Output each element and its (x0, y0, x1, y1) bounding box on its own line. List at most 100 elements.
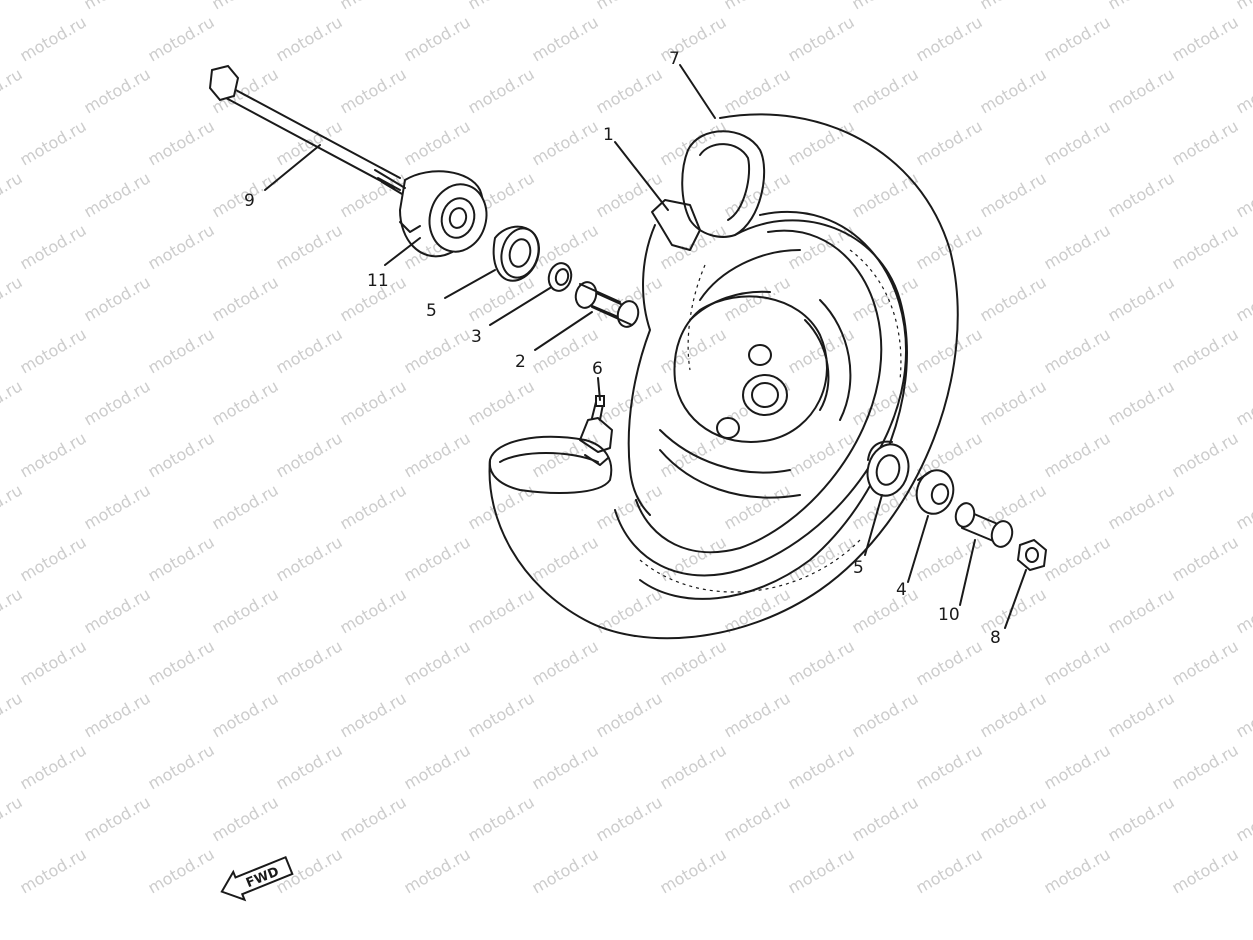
watermark-text: motod.ru (337, 480, 410, 533)
watermark-text: motod.ru (1169, 324, 1242, 377)
watermark-text: motod.ru (785, 12, 858, 65)
watermark-text: motod.ru (465, 792, 538, 845)
watermark-text: motod.ru (145, 636, 218, 689)
watermark-text: motod.ru (401, 116, 474, 169)
watermark-text: motod.ru (1233, 272, 1253, 325)
watermark-text: motod.ru (209, 272, 282, 325)
watermark-text: motod.ru (1233, 792, 1253, 845)
watermark-text: motod.ru (593, 0, 666, 13)
watermark-text: motod.ru (1233, 0, 1253, 13)
watermark-text: motod.ru (17, 116, 90, 169)
leader-11 (384, 237, 421, 266)
watermark-text: motod.ru (593, 64, 666, 117)
watermark-text: motod.ru (977, 480, 1050, 533)
watermark-text: motod.ru (17, 428, 90, 481)
watermark-text: motod.ru (209, 688, 282, 741)
callout-10: 10 (938, 605, 960, 625)
watermark-text: motod.ru (0, 688, 26, 741)
watermark-text: motod.ru (785, 844, 858, 897)
watermark-text: motod.ru (785, 636, 858, 689)
watermark-text: motod.ru (273, 636, 346, 689)
watermark-text: motod.ru (401, 324, 474, 377)
watermark-text: motod.ru (1169, 116, 1242, 169)
hub-bore (751, 382, 779, 408)
watermark-text: motod.ru (785, 116, 858, 169)
watermark-text: motod.ru (977, 0, 1050, 13)
watermark-text: motod.ru (209, 480, 282, 533)
watermark-text: motod.ru (721, 792, 794, 845)
watermark-text: motod.ru (1169, 740, 1242, 793)
watermark-text: motod.ru (1041, 220, 1114, 273)
watermark-text: motod.ru (401, 844, 474, 897)
watermark-text: motod.ru (17, 12, 90, 65)
watermark-text: motod.ru (17, 636, 90, 689)
watermark-text: motod.ru (273, 740, 346, 793)
watermark-text: motod.ru (913, 12, 986, 65)
watermark-text: motod.ru (0, 64, 26, 117)
watermark-text: motod.ru (657, 740, 730, 793)
watermark-text: motod.ru (785, 532, 858, 585)
watermark-text: motod.ru (593, 480, 666, 533)
watermark-text: motod.ru (657, 12, 730, 65)
watermark-text: motod.ru (593, 688, 666, 741)
watermark-text: motod.ru (337, 688, 410, 741)
rim-detail-1 (687, 264, 706, 371)
watermark-text: motod.ru (849, 376, 922, 429)
watermark-text: motod.ru (17, 740, 90, 793)
watermark-text: motod.ru (849, 64, 922, 117)
rim-inner (635, 229, 883, 554)
watermark-text: motod.ru (273, 532, 346, 585)
watermark-text: motod.ru (977, 64, 1050, 117)
watermark-text: motod.ru (721, 168, 794, 221)
watermark-text: motod.ru (849, 272, 922, 325)
watermark-text: motod.ru (529, 116, 602, 169)
watermark-text: motod.ru (17, 324, 90, 377)
watermark-text: motod.ru (1105, 168, 1178, 221)
callout-5-right: 5 (853, 558, 864, 578)
callout-2: 2 (515, 352, 526, 372)
watermark-text: motod.ru (913, 116, 986, 169)
watermark-text: motod.ru (529, 12, 602, 65)
watermark-text: motod.ru (593, 584, 666, 637)
leader-9 (264, 144, 321, 191)
watermark-text: motod.ru (1041, 532, 1114, 585)
watermark-text: motod.ru (977, 584, 1050, 637)
watermark-text: motod.ru (337, 376, 410, 429)
watermark-text: motod.ru (1041, 116, 1114, 169)
watermark-text: motod.ru (529, 532, 602, 585)
watermark-text: motod.ru (849, 792, 922, 845)
watermark-text: motod.ru (0, 272, 26, 325)
watermark-text: motod.ru (1233, 480, 1253, 533)
watermark-text: motod.ru (977, 272, 1050, 325)
watermark-text: motod.ru (401, 740, 474, 793)
part-5-bearing-left (492, 225, 540, 282)
watermark-text: motod.ru (657, 220, 730, 273)
watermark-text: motod.ru (81, 792, 154, 845)
watermark-text: motod.ru (1105, 792, 1178, 845)
tire-inner-sidewall (639, 219, 908, 600)
callout-7: 7 (669, 49, 680, 69)
watermark-text: motod.ru (465, 0, 538, 13)
watermark-text: motod.ru (17, 844, 90, 897)
callout-6: 6 (592, 359, 603, 379)
tire-section-top-inner (699, 143, 751, 221)
part-4-oil-seal (915, 469, 955, 515)
hub-ring (673, 295, 828, 443)
leader-lines (264, 64, 1027, 629)
watermark-text: motod.ru (529, 636, 602, 689)
watermark-text: motod.ru (145, 740, 218, 793)
watermark-text: motod.ru (849, 688, 922, 741)
watermark-text: motod.ru (0, 792, 26, 845)
watermark-text: motod.ru (1169, 220, 1242, 273)
watermark-text: motod.ru (209, 0, 282, 13)
watermark-text: motod.ru (1233, 168, 1253, 221)
watermark-text: motod.ru (401, 532, 474, 585)
watermark-text: motod.ru (529, 324, 602, 377)
spoke-4 (659, 449, 801, 499)
watermark-text: motod.ru (977, 792, 1050, 845)
hub-boss (742, 374, 788, 416)
watermark-text: motod.ru (145, 116, 218, 169)
part-10-collar (954, 502, 1014, 548)
rim-detail-2 (639, 539, 861, 593)
callout-4: 4 (896, 580, 907, 600)
